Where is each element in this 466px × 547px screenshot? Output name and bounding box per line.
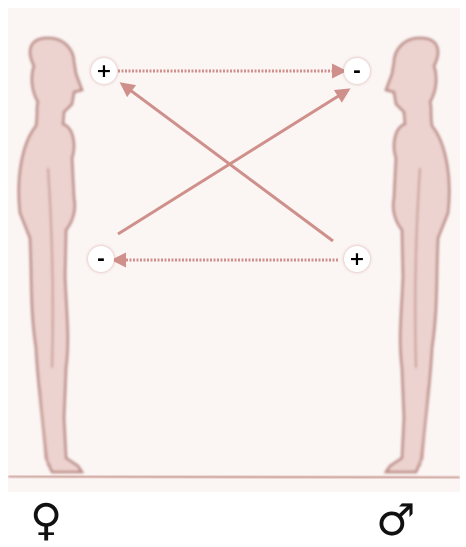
charge-male-head: - [344,58,370,84]
charge-male-lower: + [344,246,370,272]
ground-line [8,476,460,478]
female-symbol: ♀ [30,496,62,546]
illustration-panel [8,8,460,492]
male-symbol: ♂ [376,496,415,546]
charge-female-head: + [91,58,117,84]
charge-female-lower: - [88,246,114,272]
